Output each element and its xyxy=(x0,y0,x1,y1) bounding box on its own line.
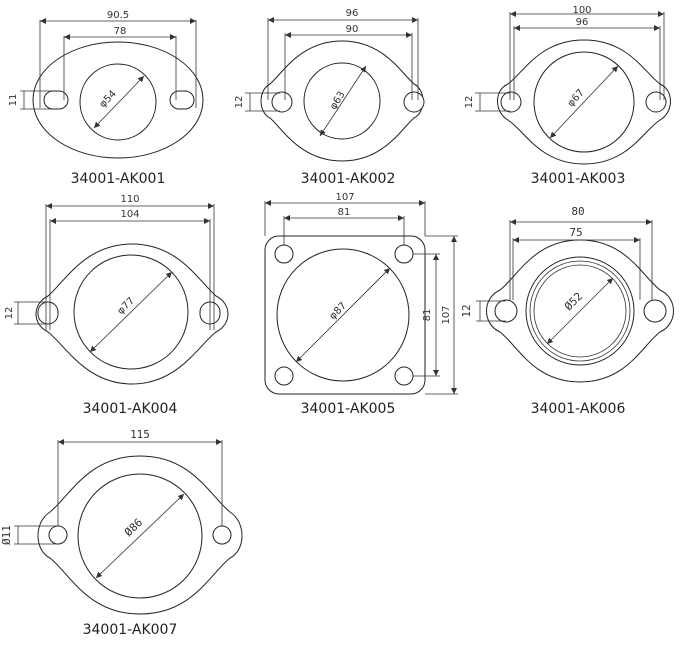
gasket-ak006-hole-spacing: 75 xyxy=(569,226,582,239)
gasket-ak005-hole-bl xyxy=(274,366,294,386)
gasket-ak005-part-number: 34001-AK005 xyxy=(301,401,396,417)
gasket-ak005-hole-spacing: 81 xyxy=(338,207,351,218)
gasket-ak002-hole-left xyxy=(271,91,293,113)
gasket-ak004-outer-width: 110 xyxy=(120,194,139,205)
gasket-ak005-hole-tr xyxy=(394,244,414,264)
gasket-ak001: 90.5 78 11 φ54 34001-AK001 xyxy=(8,10,204,187)
gasket-ak005: 107 81 81 107 φ87 34001-AK005 xyxy=(264,192,458,417)
gasket-ak003-hole-left xyxy=(500,91,522,113)
gasket-ak002-hole-right xyxy=(403,91,425,113)
gasket-ak006-hole-right xyxy=(643,299,667,323)
gasket-ak002-outer-width: 96 xyxy=(346,8,359,19)
gasket-ak001-hole-spacing: 78 xyxy=(114,26,127,37)
gasket-ak004-part-number: 34001-AK004 xyxy=(83,401,178,417)
gasket-ak007-hole-right xyxy=(212,525,232,545)
gasket-ak003-slot: 12 xyxy=(464,96,475,109)
gasket-ak007-outer-width: 115 xyxy=(130,428,150,441)
gasket-ak006-hole-left xyxy=(494,299,518,323)
gasket-ak004-slot: 12 xyxy=(4,307,15,320)
gasket-ak001-slot: 11 xyxy=(8,94,19,107)
gasket-ak004-slot-left xyxy=(37,301,59,325)
gasket-ak007: 115 Ø11 Ø86 34001-AK007 xyxy=(0,428,243,638)
gasket-ak006-part-number: 34001-AK006 xyxy=(531,401,626,417)
gasket-ak004-hole-spacing: 104 xyxy=(120,209,139,220)
gasket-ak005-outer-width: 107 xyxy=(335,192,354,203)
gasket-ak005-vertical-outer: 107 xyxy=(441,305,452,324)
gasket-ak007-slot: Ø11 xyxy=(0,525,13,545)
gasket-ak002: 96 90 12 φ63 34001-AK002 xyxy=(234,8,425,187)
gasket-ak006: 80 75 12 Ø52 34001-AK006 xyxy=(460,205,674,417)
gasket-ak006-slot: 12 xyxy=(460,304,473,317)
gasket-ak003-hole-right xyxy=(645,91,667,113)
gasket-ak006-bore-ring xyxy=(529,260,631,362)
gasket-ak003: 100 96 12 φ67 34001-AK003 xyxy=(464,5,671,187)
gasket-ak005-hole-tl xyxy=(274,244,294,264)
gasket-ak002-part-number: 34001-AK002 xyxy=(301,171,396,187)
gasket-ak003-outer-width: 100 xyxy=(572,5,591,16)
gasket-ak006-outer-width: 80 xyxy=(571,205,584,218)
gasket-ak001-part-number: 34001-AK001 xyxy=(71,171,166,187)
gasket-ak007-hole-left xyxy=(48,525,68,545)
gasket-ak005-hole-br xyxy=(394,366,414,386)
gasket-ak002-slot: 12 xyxy=(234,96,245,109)
gasket-ak005-vertical-spacing: 81 xyxy=(422,309,433,322)
gasket-ak007-part-number: 34001-AK007 xyxy=(83,622,178,638)
gasket-ak001-slot-right xyxy=(169,90,195,110)
gasket-ak001-outer-width: 90.5 xyxy=(107,10,129,21)
gasket-ak003-part-number: 34001-AK003 xyxy=(531,171,626,187)
gasket-ak003-hole-spacing: 96 xyxy=(576,17,589,28)
gasket-ak001-slot-left xyxy=(43,90,69,110)
gasket-ak006-bore xyxy=(533,264,627,358)
gasket-ak001-bore xyxy=(79,63,157,141)
gasket-ak002-hole-spacing: 90 xyxy=(346,24,359,35)
gasket-ak004: 110 104 12 φ77 34001-AK004 xyxy=(4,194,229,417)
